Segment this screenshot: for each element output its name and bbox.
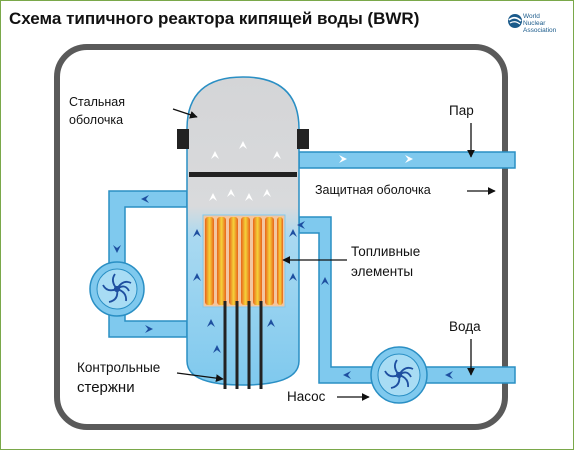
- water-arrow-icon: [289, 273, 297, 281]
- water-arrow-icon: [343, 371, 351, 379]
- water-arrow-icon: [289, 229, 297, 237]
- containment-outline: [54, 44, 508, 430]
- water-arrow-icon: [207, 319, 215, 327]
- vessel-flange-right: [297, 129, 309, 149]
- steel-vessel-label-line2: оболочка: [69, 113, 124, 127]
- water-arrow-icon: [297, 221, 305, 229]
- steam-arrow-icon: [209, 193, 217, 201]
- label-pointers: [172, 108, 496, 401]
- water-arrow-icon: [141, 195, 149, 203]
- fuel-rod: [229, 217, 238, 305]
- water-arrow-icon: [445, 371, 453, 379]
- steam-arrow-icon: [263, 189, 271, 197]
- fuel-label: Топливные элементы: [351, 242, 420, 282]
- logo-line2: Nuclear: [523, 20, 546, 27]
- steam-arrow-icon: [405, 155, 413, 163]
- water-arrow-icon: [213, 345, 221, 353]
- steel-vessel-label: Стальная оболочка: [69, 93, 125, 129]
- feedwater-pipe: [298, 216, 516, 384]
- fuel-rod: [277, 217, 283, 305]
- water-arrow-icon: [113, 245, 121, 253]
- fuel-rods: [205, 217, 283, 305]
- steam-arrow-icon: [239, 141, 247, 149]
- fuel-rod: [217, 217, 226, 305]
- water-arrow-icon: [321, 277, 329, 285]
- wna-logo-text: World Nuclear Association: [523, 13, 556, 34]
- containment-label: Защитная оболочка: [315, 183, 431, 197]
- water-flow-arrows: [113, 195, 453, 379]
- steam-separator-plate: [189, 172, 297, 177]
- fuel-label-line2: элементы: [351, 264, 414, 279]
- control-rods-label-line1: Контрольные: [77, 360, 161, 375]
- water-arrow-icon: [193, 273, 201, 281]
- right-pump-impeller-icon: [384, 359, 414, 389]
- steam-arrow-icon: [273, 151, 281, 159]
- control-rods-label: Контрольные стержни: [77, 358, 160, 398]
- steam-arrow-icon: [227, 189, 235, 197]
- diagram-title: Схема типичного реактора кипящей воды (B…: [9, 9, 420, 28]
- steel-vessel-label-line1: Стальная: [69, 95, 125, 109]
- water-arrow-icon: [145, 325, 153, 333]
- left-pump-impeller-icon: [102, 273, 132, 303]
- logo-line1: World: [523, 13, 540, 20]
- logo-line3: Association: [523, 27, 557, 34]
- steam-arrow-icon: [339, 155, 347, 163]
- vessel-flange-left: [177, 129, 189, 149]
- water-arrow-icon: [267, 319, 275, 327]
- fuel-rod: [265, 217, 274, 305]
- fuel-label-line1: Топливные: [351, 244, 421, 259]
- steam-arrow-icon: [211, 151, 219, 159]
- water-arrow-icon: [193, 229, 201, 237]
- wna-globe-icon: [508, 14, 522, 28]
- steam-arrow-icon: [245, 193, 253, 201]
- steam-label: Пар: [449, 103, 474, 118]
- control-rods-label-line2: стержни: [77, 379, 135, 396]
- control-rods: [223, 301, 263, 389]
- steel-vessel-pointer: [172, 108, 198, 119]
- flow-arrows: [209, 141, 413, 201]
- fuel-rod: [253, 217, 262, 305]
- control-rods-pointer: [176, 372, 224, 382]
- pump-label: Насос: [287, 389, 326, 404]
- steam-pipe: [298, 151, 516, 169]
- fuel-rod: [241, 217, 250, 305]
- water-label: Вода: [449, 319, 481, 334]
- fuel-rod: [205, 217, 214, 305]
